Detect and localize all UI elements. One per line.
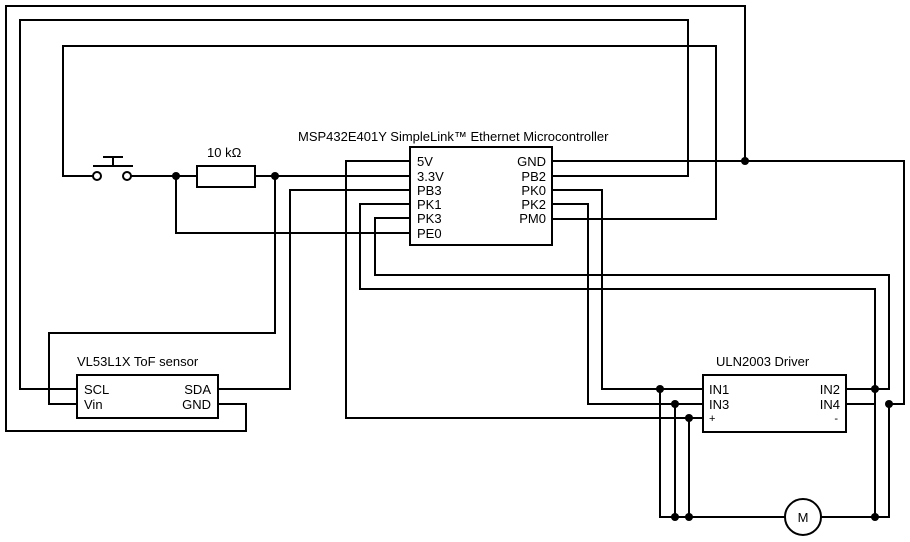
wire-pb3-sda [217, 189, 411, 390]
junction-dot [671, 513, 679, 521]
sensor-block: VL53L1X ToF sensor SCL Vin SDA GND [76, 354, 219, 419]
driver-pin: - [834, 413, 838, 425]
motor-icon [784, 498, 822, 536]
resistor-label: 10 kΩ [207, 145, 242, 160]
junction-dot [656, 385, 664, 393]
junction-dot [741, 157, 749, 165]
wire-5v-scl [345, 160, 411, 177]
mcu-pin: PK1 [417, 197, 442, 212]
resistor: 10 kΩ [196, 145, 256, 188]
wires [5, 5, 905, 518]
junction-dot [685, 414, 693, 422]
mcu-pin: PB2 [521, 169, 546, 184]
wire-gnd-outer-loop [5, 5, 746, 432]
sensor-pin: GND [182, 397, 211, 412]
junction-dot [172, 172, 180, 180]
mcu-pin: PB3 [417, 183, 442, 198]
sensor-pin: SCL [84, 382, 109, 397]
mcu-title: MSP432E401Y SimpleLink™ Ethernet Microco… [298, 129, 609, 144]
driver-box [702, 374, 847, 433]
driver-block: ULN2003 Driver IN1 IN3 + IN2 IN4 - [702, 354, 847, 433]
wire-3v3-vin [48, 175, 276, 405]
driver-pin: IN4 [820, 397, 840, 412]
driver-title: ULN2003 Driver [716, 354, 810, 369]
junction-dot [685, 513, 693, 521]
junction-dot [871, 385, 879, 393]
wire-pb2-scl [19, 19, 689, 390]
junction-dot [871, 513, 879, 521]
wire-gnd-right [551, 160, 905, 405]
junction-dots [172, 157, 893, 521]
driver-pin: IN2 [820, 382, 840, 397]
driver-pin: IN1 [709, 382, 729, 397]
sensor-box [76, 374, 219, 419]
driver-pin: + [709, 413, 715, 425]
mcu-pin: PK2 [521, 197, 546, 212]
wire-pk0-in1 [551, 189, 704, 390]
motor: M [784, 498, 822, 536]
mcu-pin: 3.3V [417, 169, 444, 184]
junction-dot [671, 400, 679, 408]
sensor-pin: Vin [84, 397, 103, 412]
mcu-pin: PK3 [417, 211, 442, 226]
mcu-pin: PM0 [519, 211, 546, 226]
wire-pm0-button [62, 45, 717, 220]
wire-5v-plus [345, 175, 704, 419]
mcu-pin: GND [517, 154, 546, 169]
motor-label: M [798, 510, 809, 525]
driver-pin: IN3 [709, 397, 729, 412]
sensor-title: VL53L1X ToF sensor [77, 354, 199, 369]
wire-pk2-in3 [551, 203, 704, 405]
wire-pk3-in2 [374, 217, 890, 390]
push-button-icon [92, 156, 133, 181]
wire-pk1-in4 [359, 203, 876, 405]
wire-button-pe0 [175, 175, 411, 234]
mcu-pin: PK0 [521, 183, 546, 198]
mcu-pin: PE0 [417, 226, 442, 241]
mcu-pin: 5V [417, 154, 433, 169]
wire-motor-right [820, 403, 890, 518]
sensor-pin: SDA [184, 382, 211, 397]
mcu-block: MSP432E401Y SimpleLink™ Ethernet Microco… [298, 129, 609, 246]
mcu-box [409, 146, 553, 246]
junction-dot [885, 400, 893, 408]
resistor-icon [196, 165, 256, 188]
wire-motor-left-1 [659, 388, 786, 518]
junction-dot [271, 172, 279, 180]
